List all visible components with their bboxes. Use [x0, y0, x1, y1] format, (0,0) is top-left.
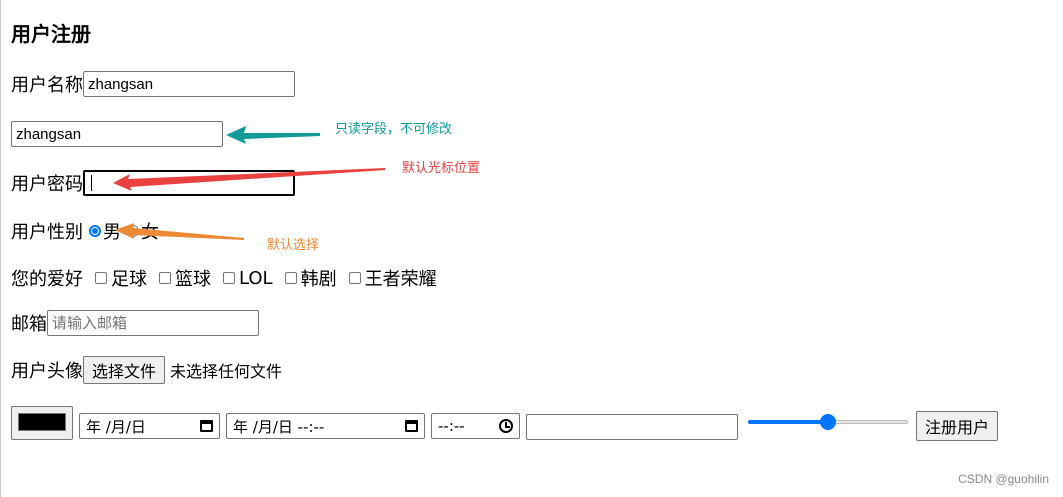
username-label: 用户名称	[11, 75, 83, 96]
watermark: CSDN @guohilin	[958, 472, 1049, 486]
calendar-icon[interactable]	[200, 420, 213, 432]
time-input[interactable]: --:--	[431, 413, 520, 439]
avatar-label: 用户头像	[11, 361, 83, 382]
hobby-option-label: 篮球	[175, 269, 211, 290]
hobby-checkbox-honor-of-kings[interactable]	[348, 272, 361, 284]
file-status-text: 未选择任何文件	[170, 362, 283, 381]
default-annotation: 默认选择	[267, 238, 320, 253]
readonly-row	[11, 121, 223, 147]
calendar-icon[interactable]	[405, 420, 418, 432]
range-thumb[interactable]	[820, 414, 836, 430]
datetime-input[interactable]: 年 /月/日 --:--	[226, 413, 425, 439]
search-input[interactable]	[526, 414, 738, 440]
hobby-option-label: LOL	[239, 267, 273, 289]
hobby-option-label: 足球	[111, 269, 147, 290]
hobby-option-label: 王者荣耀	[364, 269, 437, 290]
readonly-arrow	[226, 126, 320, 144]
text-cursor	[91, 175, 92, 191]
gender-row: 用户性别 男 女	[11, 218, 159, 244]
username-row: 用户名称	[11, 71, 295, 97]
hobby-checkbox-football[interactable]	[95, 272, 107, 284]
page-left-border	[0, 0, 1, 497]
date-placeholder: 年 /月/日	[86, 417, 146, 436]
register-button[interactable]: 注册用户	[916, 411, 999, 441]
color-swatch	[18, 413, 66, 431]
hobby-option-label: 韩剧	[300, 269, 337, 290]
cursor-arrow	[113, 168, 385, 191]
hobby-checkbox-kdrama[interactable]	[284, 272, 297, 284]
hobby-checkbox-lol[interactable]	[223, 272, 235, 284]
gender-radio-male[interactable]	[89, 225, 101, 237]
readonly-input[interactable]	[11, 121, 223, 147]
choose-file-button[interactable]: 选择文件	[83, 356, 166, 384]
hobby-checkbox-basketball[interactable]	[159, 272, 171, 284]
datetime-placeholder: 年 /月/日 --:--	[233, 417, 325, 436]
email-row: 邮箱	[11, 310, 259, 336]
range-fill	[748, 420, 828, 424]
range-slider[interactable]	[748, 414, 908, 430]
readonly-annotation: 只读字段，不可修改	[335, 122, 453, 137]
hobby-label: 您的爱好	[11, 269, 83, 290]
clock-icon[interactable]	[499, 419, 513, 433]
date-input[interactable]: 年 /月/日	[79, 413, 220, 439]
default-arrow	[115, 223, 244, 240]
email-label: 邮箱	[11, 314, 47, 335]
hobby-row: 您的爱好 足球 篮球 LOL 韩剧 王者荣耀	[11, 265, 437, 291]
email-input[interactable]	[47, 310, 259, 336]
color-picker[interactable]	[11, 406, 73, 440]
gender-label: 用户性别	[11, 222, 83, 243]
gender-option-label: 男	[103, 222, 121, 243]
time-placeholder: --:--	[438, 417, 465, 435]
avatar-row: 用户头像 选择文件 未选择任何文件	[11, 356, 282, 384]
username-input[interactable]	[83, 71, 295, 97]
cursor-annotation: 默认光标位置	[402, 161, 481, 176]
page-title: 用户注册	[11, 22, 91, 46]
password-label: 用户密码	[11, 174, 83, 195]
